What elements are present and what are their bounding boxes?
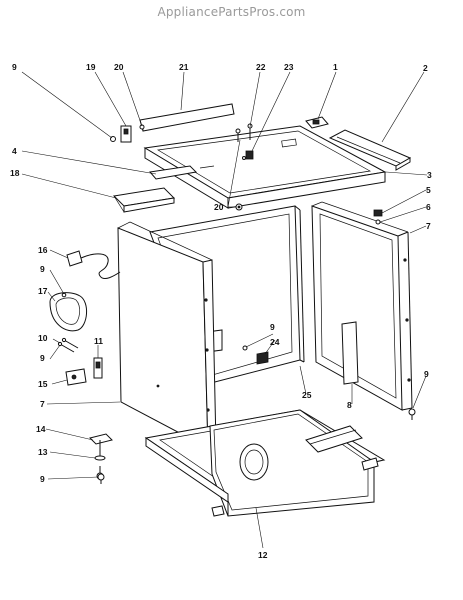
callout-14: 14 <box>36 424 46 434</box>
right-side-panel <box>311 201 413 411</box>
strip-8 <box>341 321 359 385</box>
leader-lines <box>21 71 428 549</box>
callout-22: 22 <box>256 62 266 72</box>
screws-22-23 <box>235 123 254 160</box>
screw-9-bottom <box>97 473 105 484</box>
callout-18: 18 <box>10 168 20 178</box>
callout-24: 24 <box>270 337 280 347</box>
base-frame <box>144 409 386 517</box>
callout-19: 19 <box>86 62 96 72</box>
callout-15: 15 <box>38 379 48 389</box>
callout-17: 17 <box>38 286 48 296</box>
callout-9-bottom: 9 <box>40 474 45 484</box>
callout-9-right: 9 <box>424 369 429 379</box>
callout-4: 4 <box>12 146 17 156</box>
bracket-18 <box>112 187 176 213</box>
top-panel <box>143 125 387 209</box>
callout-20-lower: 20 <box>214 202 224 212</box>
strain-relief-17 <box>49 292 87 332</box>
power-cord <box>66 250 121 279</box>
callout-13: 13 <box>38 447 48 457</box>
callout-25: 25 <box>302 390 312 400</box>
callout-2: 2 <box>423 63 428 73</box>
callout-5: 5 <box>426 185 431 195</box>
callout-9-left: 9 <box>40 353 45 363</box>
callout-21: 21 <box>179 62 189 72</box>
callout-7-left: 7 <box>40 399 45 409</box>
left-side-panel <box>117 221 217 449</box>
callout-6: 6 <box>426 202 431 212</box>
callout-10: 10 <box>38 333 48 343</box>
callout-9-rear: 9 <box>270 322 275 332</box>
screw-9-right <box>408 408 416 420</box>
plate-4 <box>149 165 198 180</box>
clip-1 <box>305 116 329 129</box>
callout-9-cord: 9 <box>40 264 45 274</box>
bracket-19 <box>110 124 145 143</box>
watermark: AppliancePartsPros.com <box>157 5 306 19</box>
callout-11: 11 <box>94 336 103 346</box>
callout-7-right: 7 <box>426 221 431 231</box>
callout-1: 1 <box>333 62 338 72</box>
hinge-strip-2 <box>328 129 412 171</box>
control-panel <box>139 103 235 132</box>
callout-9: 9 <box>12 62 17 72</box>
callout-16: 16 <box>38 245 48 255</box>
screw-20 <box>235 203 243 211</box>
callout-23: 23 <box>284 62 294 72</box>
callout-20: 20 <box>114 62 124 72</box>
leveling-leg <box>89 433 113 480</box>
callout-3: 3 <box>427 170 432 180</box>
callout-8: 8 <box>347 400 352 410</box>
callout-labels: 9 19 20 21 22 23 1 2 4 3 18 20 5 6 7 16 … <box>10 62 432 560</box>
parts-10-11-15 <box>57 337 103 386</box>
callout-12: 12 <box>258 550 268 560</box>
